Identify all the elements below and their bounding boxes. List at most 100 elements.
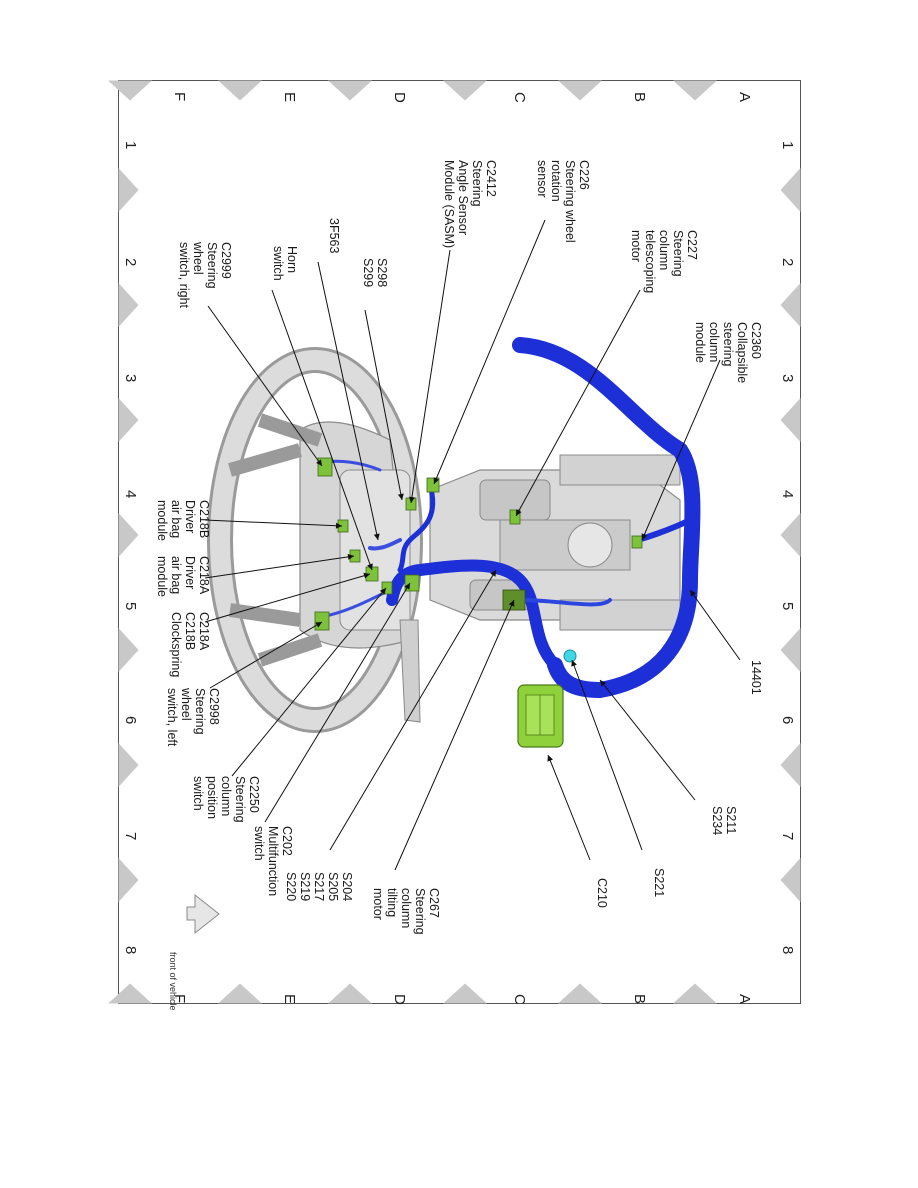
leader-line — [410, 249, 451, 504]
leader-arrowhead — [373, 533, 380, 540]
frame-triangle-bottom — [673, 983, 717, 1004]
leader-lines — [204, 219, 741, 871]
leader-line — [515, 289, 641, 517]
callout-line: C218B — [183, 612, 197, 650]
leader-arrowhead — [315, 622, 322, 628]
frame-row-label-top: D — [391, 92, 408, 103]
frame-triangle-left — [118, 283, 139, 327]
callout-line: S299 — [361, 258, 375, 287]
harness-branch-sasm — [397, 482, 436, 573]
callout-line: Steering — [193, 688, 207, 735]
frame-column-label-right: 4 — [779, 490, 796, 498]
callout-line: air bag — [169, 500, 183, 538]
frame-column-label-right: 6 — [779, 716, 796, 724]
callout-line: C218B — [197, 500, 211, 538]
callout-line: C2250 — [247, 776, 261, 813]
callout-line: S219 — [298, 872, 312, 901]
frame-triangle-right — [780, 283, 801, 327]
frame-row-label-top: A — [736, 92, 753, 102]
callout-line: steering — [721, 322, 735, 367]
frame-row-label-bottom: A — [736, 994, 753, 1004]
frame-triangle-left — [118, 168, 139, 212]
callout-line: C2360 — [749, 322, 763, 359]
callout-line: rotation — [549, 160, 563, 202]
connector-c2360 — [631, 535, 643, 549]
splice-s221 — [563, 649, 577, 663]
leader-line — [641, 359, 721, 541]
callout-line: 14401 — [749, 660, 763, 695]
callout-line: Steering — [671, 230, 685, 277]
callout-line: switch — [252, 826, 266, 861]
connector-c2250 — [381, 581, 393, 595]
frame-row-label-bottom: E — [281, 994, 298, 1004]
frame-column-label-right: 3 — [779, 374, 796, 382]
callout-line: Module (SASM) — [442, 160, 456, 248]
harness-branch-tilt — [518, 598, 612, 607]
callout-line: Multifunction — [266, 826, 280, 896]
leader-arrowhead — [508, 600, 515, 607]
callout-line: switch — [271, 246, 285, 281]
frame-triangle-top — [328, 80, 372, 101]
leader-line — [204, 573, 371, 623]
callout-line: Steering — [413, 888, 427, 935]
frame-triangle-left — [118, 628, 139, 672]
frame-column-label-left: 4 — [122, 490, 139, 498]
frame-triangle-left — [118, 858, 139, 902]
leader-line — [689, 589, 741, 661]
connector-c210 — [517, 684, 564, 748]
leader-arrowhead — [408, 496, 415, 503]
leader-line — [271, 289, 373, 571]
callout-line: Collapsible — [735, 322, 749, 383]
callout-line: Steering — [205, 242, 219, 289]
frame-column-label-left: 1 — [122, 141, 139, 149]
callout-line: module — [693, 322, 707, 363]
callout-line: Steering wheel — [563, 160, 577, 243]
frame-triangle-bottom — [558, 983, 602, 1004]
harness-branch-column — [386, 559, 561, 671]
connectors — [314, 457, 643, 748]
callout-line: C210 — [595, 878, 609, 908]
callout-line: S234 — [710, 806, 724, 835]
callout-line: motor — [371, 888, 385, 920]
leader-arrowhead — [347, 553, 354, 560]
frame-row-label-bottom: C — [511, 994, 528, 1005]
connector-c2998 — [314, 611, 330, 631]
frame-row-label-top: C — [511, 92, 528, 103]
callout-line: C218A — [197, 612, 211, 651]
frame-row-label-bottom: B — [631, 994, 648, 1004]
multifunction-stalk — [399, 619, 421, 723]
leader-arrowhead — [316, 459, 322, 466]
leader-arrowhead — [433, 477, 440, 484]
frame-triangle-bottom — [108, 983, 152, 1004]
frame-triangle-top — [108, 80, 152, 101]
frame-decor — [108, 80, 801, 1004]
frame-triangle-top — [558, 80, 602, 101]
front-of-vehicle-arrow-icon — [186, 893, 220, 935]
leader-arrowhead — [404, 582, 410, 590]
leader-arrowhead — [379, 588, 386, 595]
frame-triangle-top — [443, 80, 487, 101]
callout-line: C2412 — [484, 160, 498, 197]
callout-line: C2998 — [207, 688, 221, 725]
leader-arrowhead — [690, 590, 696, 597]
callout-line: C227 — [685, 230, 699, 260]
callout-line: S211 — [724, 806, 738, 834]
callout-line: Angle Sensor — [456, 160, 470, 235]
callout-line: wheel — [179, 687, 193, 721]
frame-column-label-right: 8 — [779, 946, 796, 954]
callout-line: C267 — [427, 888, 441, 918]
leader-line — [231, 587, 387, 777]
callout-line: module — [155, 556, 169, 597]
frame-column-label-right: 5 — [779, 602, 796, 610]
frame-column-label-left: 2 — [122, 258, 139, 266]
leader-arrowhead — [547, 754, 554, 762]
leader-line — [204, 519, 343, 527]
callout-h14401: 14401 — [749, 660, 763, 695]
